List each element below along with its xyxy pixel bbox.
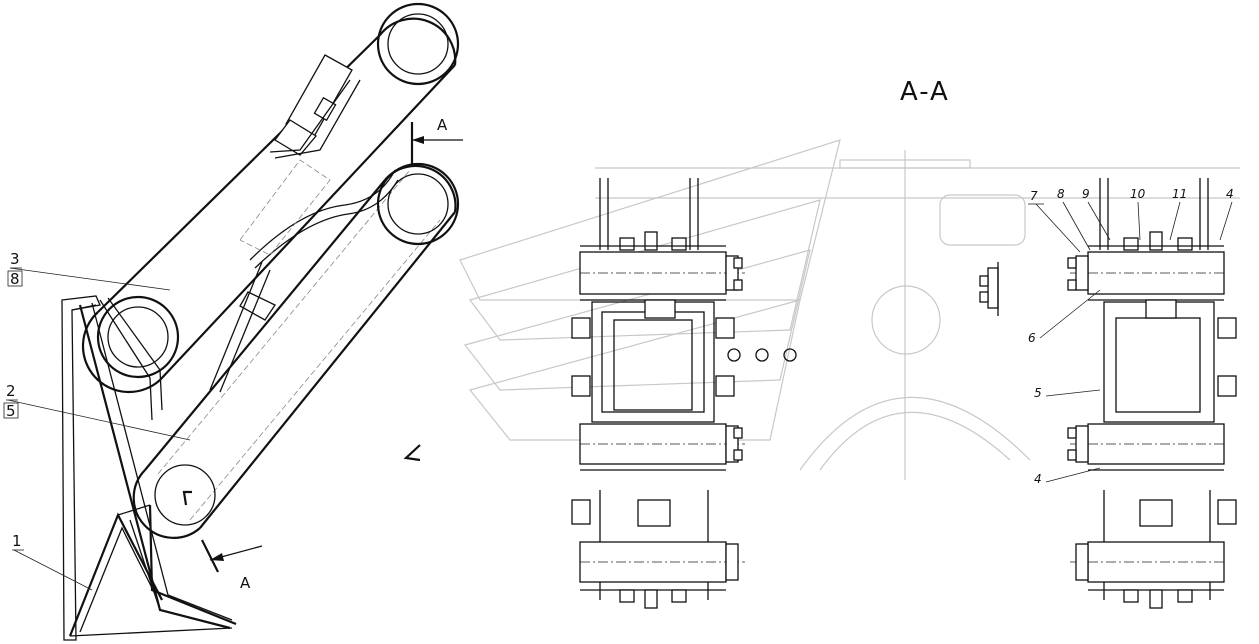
section-right-assembly: 7 8 9 10 11 4 6 5 4: [1028, 178, 1237, 609]
section-mark-bottom: A: [201, 539, 263, 592]
upper-arm: [81, 2, 460, 394]
section-mark-label-top: A: [437, 116, 448, 134]
base-frame: [61, 295, 237, 641]
leader-label-1: 1: [12, 532, 22, 550]
detail-number-5: 5: [1034, 386, 1042, 400]
hydraulic-cylinder: [269, 54, 361, 159]
side-view-assembly: A A 3 8 2 5 1: [3, 2, 463, 641]
section-title: A-A: [900, 77, 950, 107]
detail-leaders: 7 8 9 10 11 4 6 5 4: [1028, 187, 1234, 486]
detail-number-9: 9: [1082, 187, 1090, 201]
center-detail: [979, 262, 999, 316]
leader-label-3: 3: [10, 250, 20, 268]
section-mark-label-bottom: A: [240, 574, 251, 592]
detail-number-4-top: 4: [1226, 187, 1234, 201]
leader-label-5: 5: [6, 402, 16, 420]
detail-number-11: 11: [1172, 187, 1187, 201]
leader-3-8: 3 8: [7, 250, 171, 291]
lower-arm: [132, 162, 460, 539]
leader-2-5: 2 5: [3, 382, 191, 441]
detail-number-4-bottom: 4: [1034, 472, 1042, 486]
detail-number-10: 10: [1130, 187, 1146, 201]
lower-rod: [209, 261, 276, 393]
leader-1: 1: [12, 532, 93, 591]
detail-number-6: 6: [1028, 331, 1036, 345]
section-mark-top: A: [410, 116, 463, 165]
section-left-assembly: [571, 178, 797, 609]
leader-label-8: 8: [10, 270, 20, 288]
detail-number-8: 8: [1057, 187, 1065, 201]
detail-number-7: 7: [1030, 189, 1038, 203]
leader-label-2: 2: [6, 382, 16, 400]
